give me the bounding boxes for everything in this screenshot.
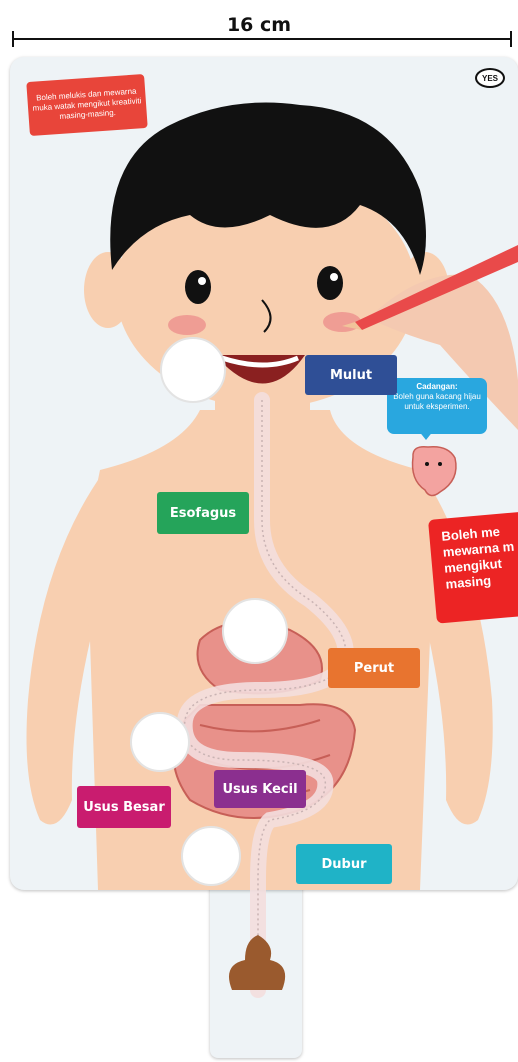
suggestion-text: Boleh guna kacang hijau untuk eksperimen…: [387, 392, 487, 412]
poop-illustration: [229, 935, 285, 990]
suggestion-title: Cadangan:: [387, 382, 487, 392]
left-cheek: [168, 315, 206, 335]
right-banner: Boleh me mewarna m mengikut masing: [428, 512, 518, 624]
top-left-note: Boleh melukis dan mewarna muka watak men…: [26, 74, 147, 136]
label-usus-besar: Usus Besar: [77, 786, 171, 828]
label-esofagus: Esofagus: [157, 492, 249, 534]
poop-circle: [181, 826, 241, 886]
bubble-tail: [418, 430, 434, 440]
food-circle-stomach: [222, 598, 288, 664]
label-dubur: Dubur: [296, 844, 392, 884]
food-circle-intestine: [130, 712, 190, 772]
label-usus-kecil: Usus Kecil: [214, 770, 306, 808]
label-perut: Perut: [328, 648, 420, 688]
brand-logo: YES: [475, 68, 505, 88]
left-eye: [185, 270, 211, 304]
right-eye: [317, 266, 343, 300]
suggestion-bubble: Cadangan: Boleh guna kacang hijau untuk …: [387, 378, 487, 434]
label-mulut: Mulut: [305, 355, 397, 395]
food-circle-mouth: [160, 337, 226, 403]
